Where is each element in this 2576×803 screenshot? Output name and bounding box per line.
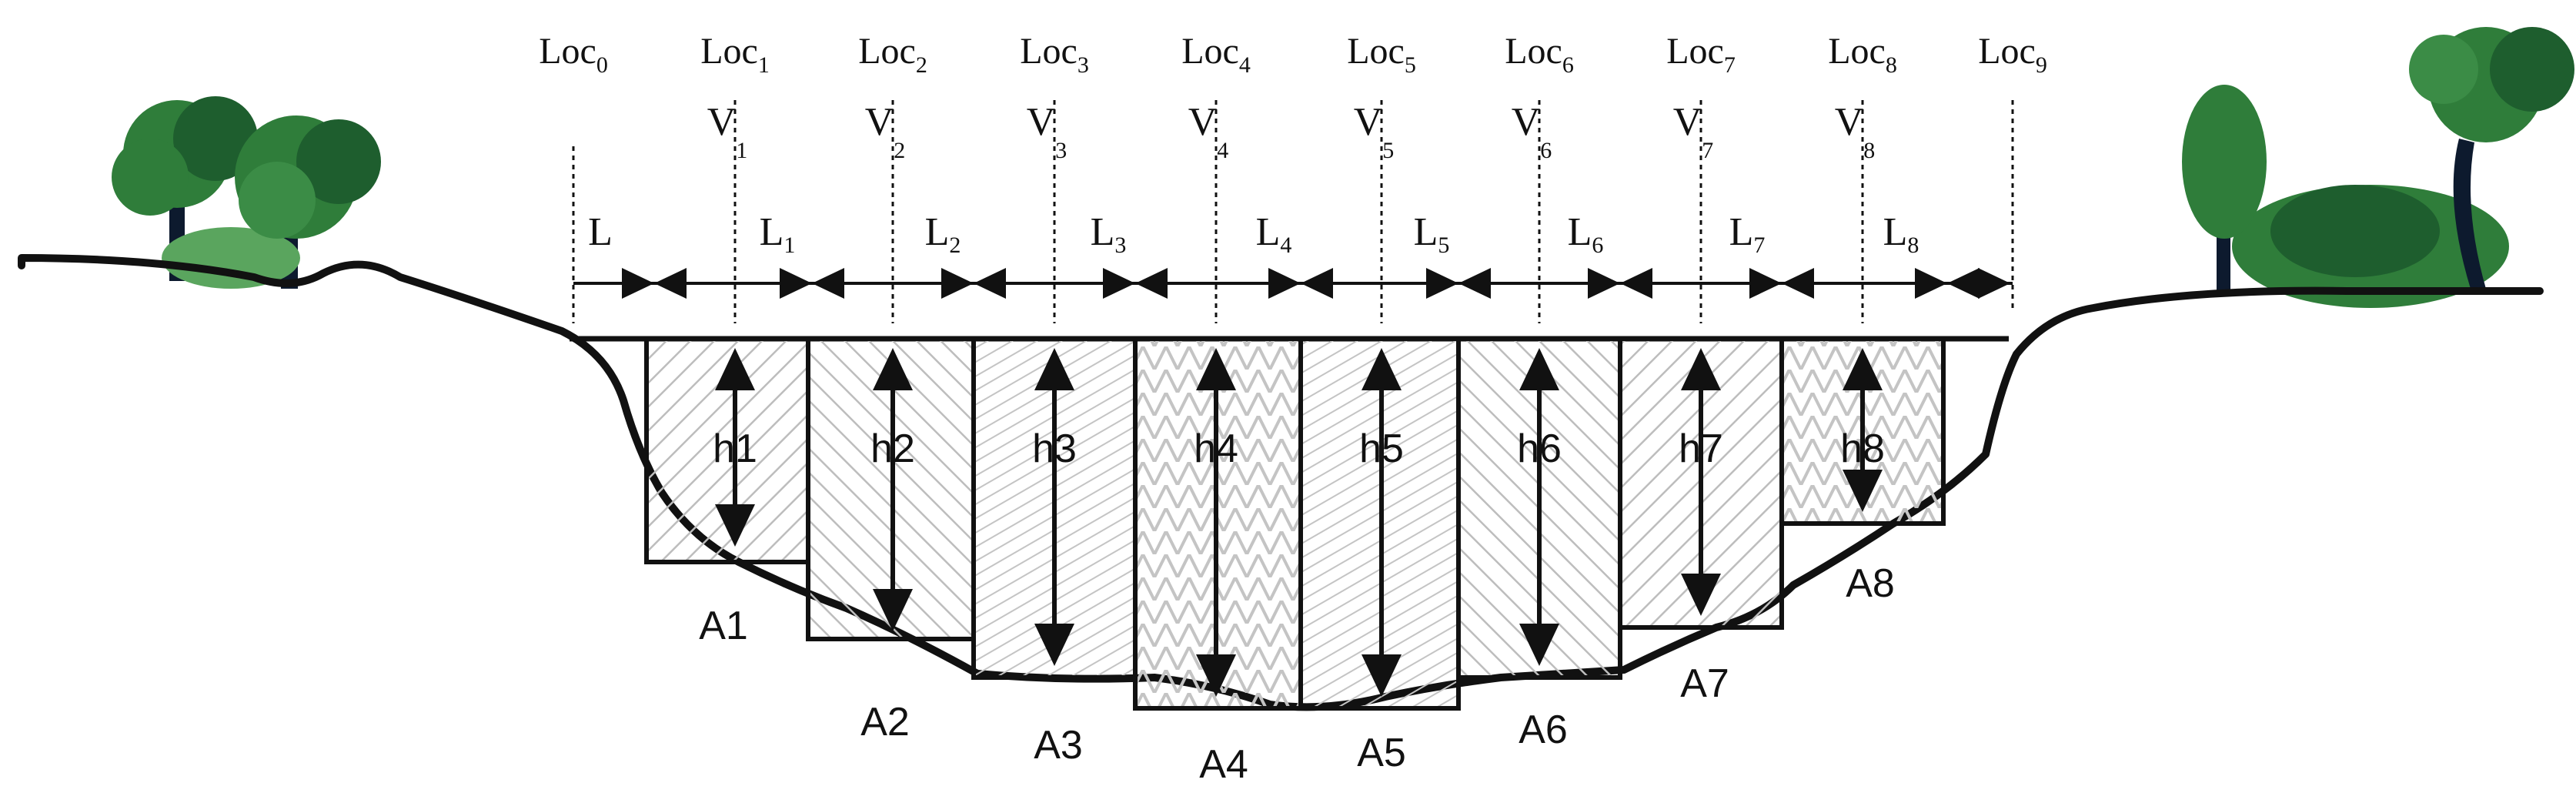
tree-canopy-icon <box>2182 85 2267 239</box>
dimension-arrow-icon <box>1268 268 1333 299</box>
area-label: A3 <box>1034 723 1083 768</box>
dimension-arrow-icon <box>1978 268 2010 299</box>
depth-label: h8 <box>1840 427 1885 471</box>
depth-arrow-up-icon <box>1362 348 1402 390</box>
depth-arrow-down-icon <box>1843 470 1883 512</box>
area-label: A7 <box>1680 661 1729 706</box>
depth-label: h7 <box>1679 427 1723 471</box>
area-label: A6 <box>1519 708 1568 752</box>
velocity-label: V6 <box>1512 100 1552 163</box>
depth-arrow-up-icon <box>1034 348 1074 390</box>
location-label: Loc7 <box>1666 31 1736 78</box>
dimension-arrow-icon <box>1749 268 1814 299</box>
length-label: L7 <box>1729 210 1766 258</box>
velocity-label: V8 <box>1835 100 1876 163</box>
length-label: L5 <box>1414 210 1450 258</box>
length-label: L6 <box>1568 210 1604 258</box>
depth-label: h6 <box>1517 427 1562 471</box>
location-label: Loc9 <box>1978 31 2047 78</box>
depth-arrow-down-icon <box>1519 624 1559 666</box>
vertical-location-lines <box>572 100 2014 697</box>
subsection-areas <box>644 336 1946 711</box>
velocity-label: V3 <box>1027 100 1067 163</box>
depth-arrow-down-icon <box>715 504 755 547</box>
length-label: L2 <box>925 210 961 258</box>
area-label: A4 <box>1199 742 1248 787</box>
location-label: Loc4 <box>1181 31 1251 78</box>
location-label: Loc6 <box>1505 31 1574 78</box>
length-label: L1 <box>760 210 796 258</box>
depth-label: h5 <box>1359 427 1404 471</box>
location-label: Loc1 <box>700 31 770 78</box>
velocity-label: V1 <box>707 100 748 163</box>
depth-label: h3 <box>1032 427 1077 471</box>
length-label: L3 <box>1091 210 1127 258</box>
trees-right-illustration <box>2182 27 2574 308</box>
shrub-icon <box>162 227 300 289</box>
depth-arrow-up-icon <box>1681 348 1721 390</box>
width-dimension-line <box>573 268 2013 299</box>
depth-arrow-down-icon <box>873 589 913 631</box>
length-label: L8 <box>1883 210 1919 258</box>
depth-arrow-up-icon <box>1519 348 1559 390</box>
dimension-arrow-icon <box>1588 268 1652 299</box>
depth-arrow-up-icon <box>715 348 755 390</box>
dimension-arrow-icon <box>1915 268 1980 299</box>
location-label: Loc8 <box>1828 31 1897 78</box>
velocity-label: V2 <box>865 100 906 163</box>
location-label: Loc0 <box>539 31 608 78</box>
dimension-arrow-icon <box>622 268 687 299</box>
dimension-arrow-icon <box>780 268 844 299</box>
velocity-label: V5 <box>1354 100 1395 163</box>
depth-arrow-down-icon <box>1034 624 1074 666</box>
location-label: Loc3 <box>1020 31 1089 78</box>
depth-label: h1 <box>713 427 757 471</box>
location-label: Loc5 <box>1347 31 1416 78</box>
area-label: A8 <box>1846 561 1895 606</box>
velocity-label: V7 <box>1673 100 1714 163</box>
dimension-arrow-icon <box>1103 268 1168 299</box>
area-label: A2 <box>860 700 910 744</box>
depth-label: h4 <box>1194 427 1238 471</box>
location-label: Loc2 <box>858 31 927 78</box>
length-label: L <box>588 210 613 254</box>
trees-left-illustration <box>112 96 381 289</box>
depth-arrow-up-icon <box>1843 348 1883 390</box>
depth-arrow-down-icon <box>1362 654 1402 697</box>
velocity-label: V4 <box>1188 100 1229 163</box>
area-label: A5 <box>1357 731 1406 775</box>
depth-arrow-down-icon <box>1196 654 1236 697</box>
depth-label: h2 <box>870 427 915 471</box>
depth-arrow-up-icon <box>1196 348 1236 390</box>
dimension-arrow-icon <box>941 268 1006 299</box>
area-label: A1 <box>699 604 748 648</box>
dimension-arrow-icon <box>1426 268 1491 299</box>
diagram-labels: Loc0 Loc1 Loc2 Loc3 Loc4 Loc5 Loc6 Loc7 Loc8 Loc9… <box>539 31 2047 787</box>
tree-trunk-icon <box>2453 139 2486 289</box>
depth-arrow-down-icon <box>1681 574 1721 616</box>
length-label: L4 <box>1256 210 1292 258</box>
depth-arrow-up-icon <box>873 348 913 390</box>
